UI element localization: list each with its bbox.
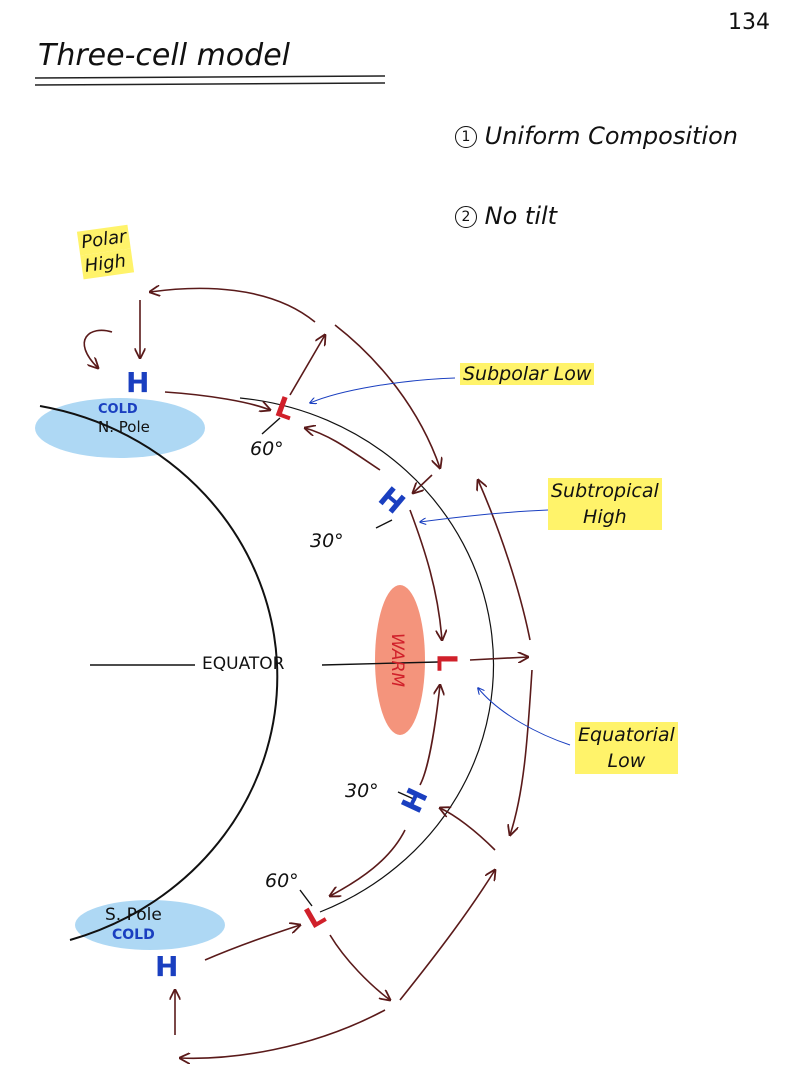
- assumption-1: 1 Uniform Composition: [455, 122, 738, 150]
- polar-high-label: Polar High: [76, 224, 135, 280]
- assumption-1-text: Uniform Composition: [484, 122, 738, 150]
- assumption-2: 2 No tilt: [455, 202, 557, 230]
- north-pole-label: N. Pole: [98, 418, 150, 436]
- page-title: Three-cell model: [38, 38, 290, 73]
- equator-line-right: [321, 661, 439, 666]
- polar-high-north-symbol: H: [126, 366, 150, 399]
- subtropical-high-line1: Subtropical: [548, 478, 662, 504]
- subtropical-high-line2: High: [548, 504, 662, 530]
- south-pole-label: S. Pole: [105, 905, 162, 925]
- south-cold-label: COLD: [112, 927, 155, 943]
- latitude-ticks: [261, 417, 417, 907]
- subpolar-low-label: Subpolar Low: [460, 363, 595, 385]
- latitude-south-30: 30°: [345, 780, 379, 802]
- subpolar-low-text: Subpolar Low: [460, 363, 595, 385]
- label-pointers: [310, 377, 571, 746]
- equatorial-low-label: Equatorial Low: [575, 722, 678, 774]
- equatorial-low-line1: Equatorial: [575, 722, 678, 748]
- north-cold-shading: [35, 398, 205, 458]
- assumption-1-number: 1: [455, 126, 477, 148]
- earth-surface-arc: [39, 405, 279, 941]
- subtropical-high-label: Subtropical High: [548, 478, 662, 530]
- latitude-south-60: 60°: [265, 870, 299, 892]
- equatorial-low-line2: Low: [575, 748, 678, 774]
- warm-shading: [375, 585, 425, 735]
- latitude-north-30: 30°: [310, 530, 344, 552]
- equator-label: EQUATOR: [202, 654, 285, 674]
- north-cold-label: COLD: [98, 402, 138, 417]
- warm-label: WARM: [387, 632, 408, 688]
- equatorial-low-symbol: L: [430, 653, 464, 672]
- earth-surface-inner-arc: [239, 397, 495, 913]
- assumption-2-number: 2: [455, 206, 477, 228]
- circulation-arrows: [83, 288, 533, 1058]
- south-cold-shading: [75, 900, 225, 950]
- latitude-north-60: 60°: [250, 438, 284, 460]
- polar-high-south-symbol: H: [155, 950, 179, 983]
- page-number: 134: [728, 10, 770, 35]
- title-underline: [34, 75, 386, 86]
- assumption-2-text: No tilt: [484, 202, 558, 230]
